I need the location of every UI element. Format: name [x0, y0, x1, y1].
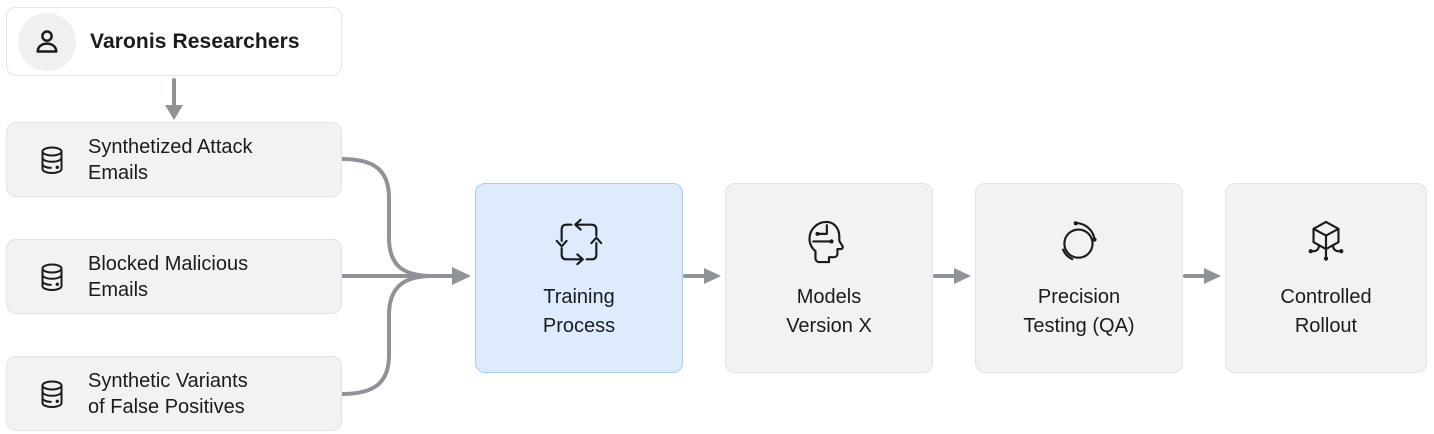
database-icon	[41, 146, 63, 174]
arrowhead-merge	[452, 267, 471, 285]
step-training-process: Training Process	[475, 183, 683, 373]
step-label-line: Precision	[1037, 285, 1121, 308]
step-label-line: Version X	[786, 314, 872, 337]
step-label-line: Process	[542, 314, 616, 337]
step-label-line: Training	[543, 285, 615, 308]
source-box-synthetic-variants: Synthetic Variants of False Positives	[6, 356, 342, 431]
person-icon	[36, 29, 58, 53]
deploy-cube-icon	[1308, 220, 1344, 261]
actor-label: Varonis Researchers	[90, 29, 300, 53]
step-label-line: Controlled	[1280, 285, 1372, 308]
cycle-loop-icon	[555, 218, 603, 265]
source-label: Synthetized Attack Emails	[88, 134, 253, 186]
database-icon	[41, 263, 63, 291]
step-label: Controlled Rollout	[1280, 283, 1371, 341]
source-label: Synthetic Variants of False Positives	[88, 368, 248, 420]
avatar	[18, 12, 76, 71]
step-label: Precision Testing (QA)	[1023, 283, 1134, 341]
curve-source1-merge	[340, 157, 434, 278]
step-precision-testing-qa: Precision Testing (QA)	[975, 183, 1183, 373]
step-label: Models Version X	[786, 283, 872, 341]
source-label-line: Synthetic Variants	[88, 369, 248, 392]
source-label-line: of False Positives	[88, 395, 245, 418]
step-controlled-rollout: Controlled Rollout	[1225, 183, 1427, 373]
step-label-line: Rollout	[1294, 314, 1358, 337]
source-label-line: Emails	[88, 278, 149, 301]
circular-arrows-icon	[1061, 220, 1097, 260]
step-label: Training Process	[543, 283, 615, 341]
arrowhead-3	[1204, 268, 1221, 284]
source-label: Blocked Malicious Emails	[88, 251, 248, 303]
step-label-line: Testing (QA)	[1023, 314, 1135, 337]
curve-source3-merge	[340, 274, 434, 396]
source-box-synthetized-attack-emails: Synthetized Attack Emails	[6, 122, 342, 197]
source-box-blocked-malicious-emails: Blocked Malicious Emails	[6, 239, 342, 314]
source-label-line: Synthetized Attack	[88, 135, 253, 158]
ai-head-icon	[808, 220, 844, 263]
arrowhead-1	[704, 268, 721, 284]
source-label-line: Blocked Malicious	[88, 252, 249, 275]
step-models-version-x: Models Version X	[725, 183, 933, 373]
source-label-line: Emails	[88, 161, 149, 184]
step-label-line: Models	[796, 285, 862, 308]
arrowhead-2	[954, 268, 971, 284]
actor-card-varonis-researchers: Varonis Researchers	[6, 7, 342, 76]
arrowhead-down	[165, 105, 183, 120]
database-icon	[41, 380, 63, 408]
